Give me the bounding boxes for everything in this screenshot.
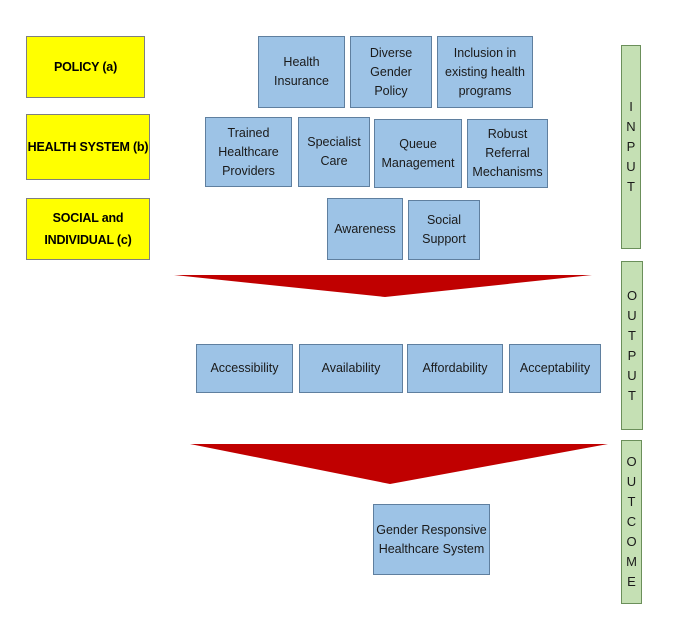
stage-outcome-letter: C (626, 514, 637, 529)
stage-output-letter: U (627, 367, 637, 383)
stage-output-letter: T (628, 327, 636, 343)
stage-outcome-letter: M (626, 554, 637, 569)
box-acceptability: Acceptability (509, 344, 601, 393)
category-policy: POLICY (a) (26, 36, 145, 98)
box-availability: Availability (299, 344, 403, 393)
stage-outcome-letter: T (627, 494, 636, 509)
stage-input-letter: T (627, 179, 635, 194)
category-health-system: HEALTH SYSTEM (b) (26, 114, 150, 180)
box-availability-label: Availability (321, 361, 381, 375)
stage-output: O U T P U T (621, 261, 643, 430)
box-social-support: Social Support (408, 200, 480, 260)
stage-outcome-letter: U (626, 474, 637, 489)
box-awareness: Awareness (327, 198, 403, 260)
box-awareness-label: Awareness (334, 221, 396, 236)
stage-input-letter: I (629, 99, 633, 114)
box-inclusion-existing-programs: Inclusion in existing health programs (437, 36, 533, 108)
stage-output-letter: O (626, 287, 638, 303)
arrow-shape (174, 275, 592, 297)
arrow-shape (190, 444, 608, 484)
category-social-individual-label: SOCIAL and INDIVIDUAL (c) (44, 211, 132, 247)
stage-outcome-letter: O (626, 454, 637, 469)
box-gender-responsive-healthcare-system: Gender Responsive Healthcare System (373, 504, 490, 575)
box-accessibility: Accessibility (196, 344, 293, 393)
box-accessibility-label: Accessibility (210, 361, 279, 375)
box-specialist-care: Specialist Care (298, 117, 370, 187)
box-specialist-care-label: Specialist Care (307, 135, 361, 168)
box-trained-healthcare-providers-label: Trained Healthcare Providers (218, 125, 279, 178)
stage-input: I N P U T (621, 45, 641, 249)
box-health-insurance: Health Insurance (258, 36, 345, 108)
box-diverse-gender-policy: Diverse Gender Policy (350, 36, 432, 108)
box-queue-management-label: Queue Management (381, 136, 455, 170)
stage-output-letter: T (628, 387, 636, 403)
box-social-support-label: Social Support (422, 213, 466, 246)
stage-outcome-letter: E (627, 574, 636, 589)
box-inclusion-existing-programs-label: Inclusion in existing health programs (445, 45, 525, 98)
box-affordability-label: Affordability (422, 361, 488, 375)
stage-input-letter: N (626, 119, 636, 134)
stage-outcome: O U T C O M E (621, 440, 642, 604)
box-robust-referral-mechanisms: Robust Referral Mechanisms (467, 119, 548, 188)
stage-output-letter: U (627, 307, 637, 323)
stage-input-letter: U (626, 159, 636, 174)
stage-input-letter: P (626, 139, 636, 154)
box-affordability: Affordability (407, 344, 503, 393)
box-gender-responsive-healthcare-system-label: Gender Responsive Healthcare System (376, 522, 487, 556)
box-diverse-gender-policy-label: Diverse Gender Policy (369, 45, 413, 98)
box-robust-referral-mechanisms-label: Robust Referral Mechanisms (472, 127, 543, 179)
box-trained-healthcare-providers: Trained Healthcare Providers (205, 117, 292, 187)
box-health-insurance-label: Health Insurance (274, 55, 329, 88)
box-acceptability-label: Acceptability (519, 361, 591, 375)
stage-output-letter: P (627, 347, 637, 363)
category-policy-label: POLICY (a) (53, 60, 118, 74)
box-queue-management: Queue Management (374, 119, 462, 188)
stage-outcome-letter: O (626, 534, 637, 549)
category-health-system-label: HEALTH SYSTEM (b) (27, 140, 149, 154)
category-social-individual: SOCIAL and INDIVIDUAL (c) (26, 198, 150, 260)
